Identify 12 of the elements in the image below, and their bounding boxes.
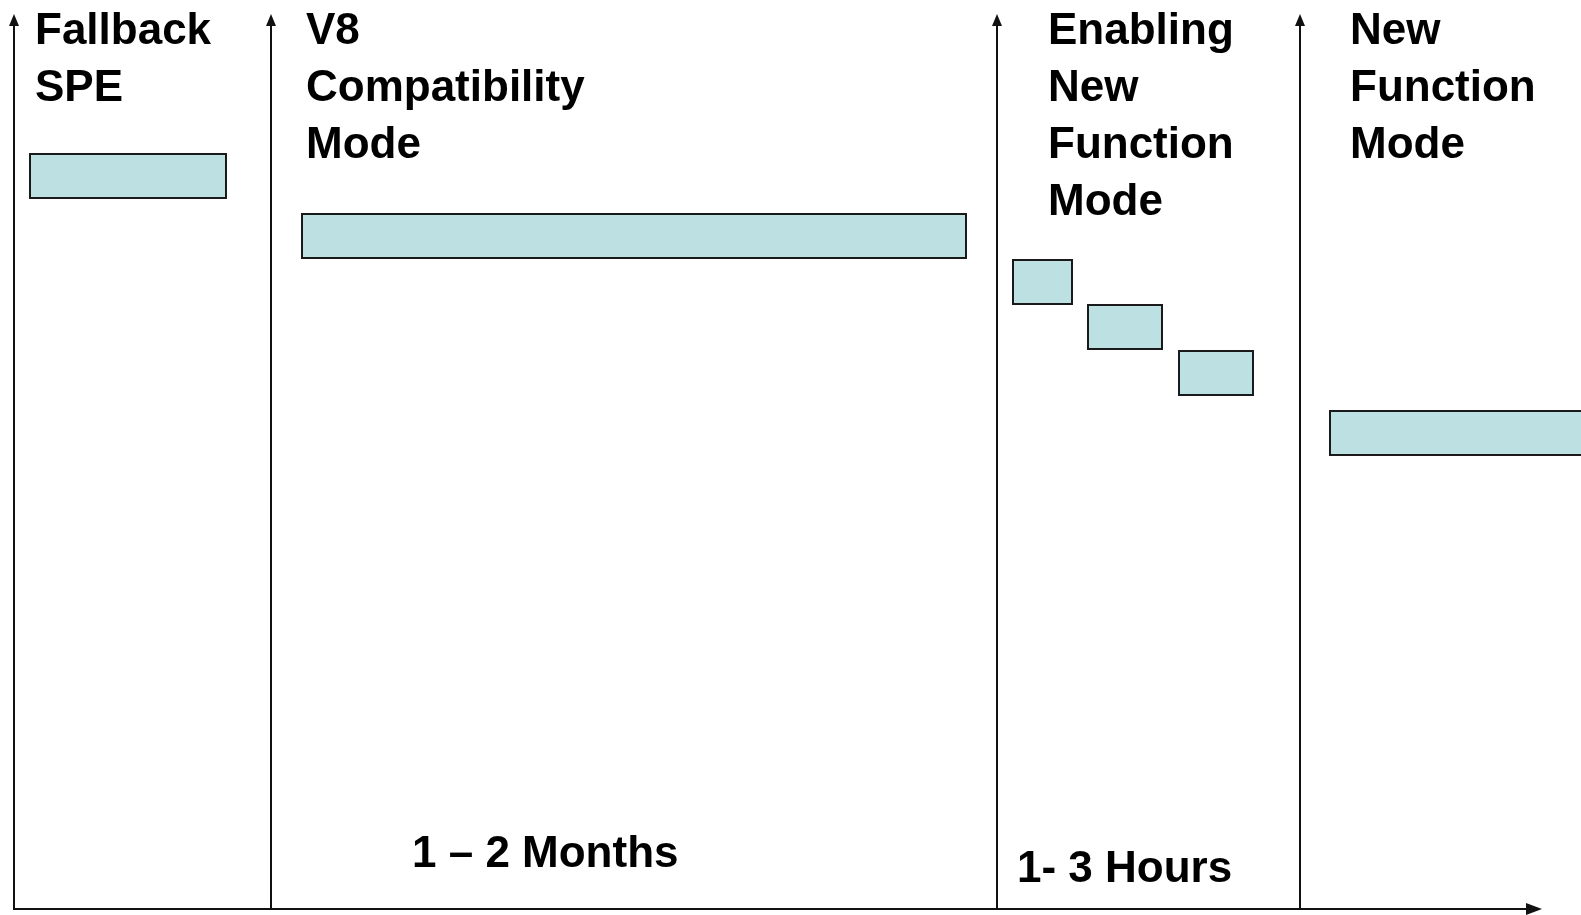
duration-label: 1- 3 Hours: [1017, 841, 1233, 893]
duration-label: 1 – 2 Months: [412, 826, 679, 878]
phase-label: Enabling New Function Mode: [1048, 3, 1235, 226]
timeline-bar: [1178, 350, 1254, 396]
phase-label: New Function Mode: [1350, 3, 1537, 169]
timeline-bar: [1087, 304, 1163, 350]
phase-label: Fallback SPE: [35, 3, 213, 112]
phase-label: V8 Compatibility Mode: [306, 3, 586, 169]
timeline-bar: [1012, 259, 1073, 305]
timeline-bar: [301, 213, 967, 259]
timeline-bar: [1329, 410, 1581, 456]
timeline-bar: [29, 153, 227, 199]
